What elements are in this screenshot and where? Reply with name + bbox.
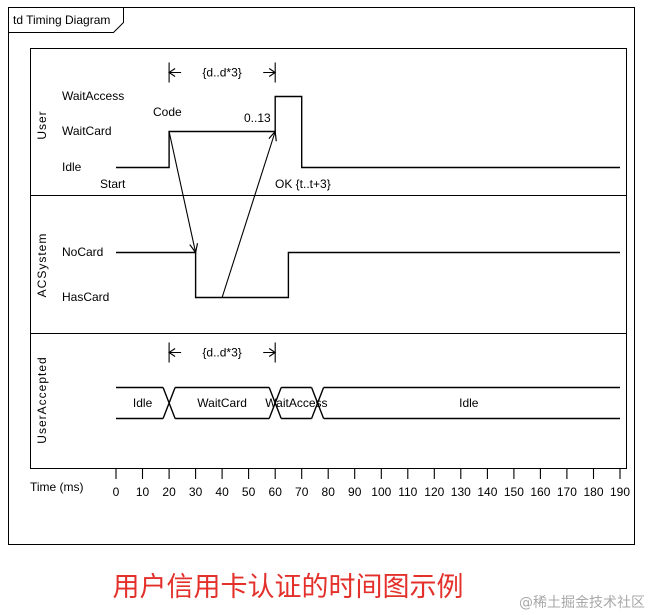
time-axis-tick-label: 160 <box>530 485 550 499</box>
timing-constraint-label: 0..13 <box>244 111 271 125</box>
time-axis-tick-label: 150 <box>504 485 524 499</box>
state-label: WaitCard <box>62 124 112 138</box>
value-segment-label: WaitCard <box>197 396 247 410</box>
frame-border <box>8 7 635 545</box>
duration-constraint-label: {d..d*3} <box>202 66 241 80</box>
value-segment <box>175 386 270 420</box>
state-line-user <box>116 95 620 169</box>
time-axis-tick-label: 100 <box>371 485 391 499</box>
time-axis-tick-label: 20 <box>162 485 176 499</box>
time-axis-tick-label: 110 <box>398 485 417 499</box>
time-axis-tick-label: 90 <box>348 485 362 499</box>
lifeline-area <box>30 48 627 469</box>
event-label-start: Start <box>100 177 126 191</box>
lifeline-name-acsystem: ACSystem <box>35 233 49 298</box>
value-change-cross <box>310 387 325 419</box>
duration-arrow <box>168 68 277 77</box>
time-axis-tick-label: 50 <box>242 485 256 499</box>
outer-frame: td Timing Diagram <box>8 7 635 545</box>
state-label: HasCard <box>62 290 109 304</box>
value-segment-label: Idle <box>459 396 479 410</box>
lifeline-area-border <box>30 48 627 469</box>
duration-arrow <box>168 348 277 357</box>
value-segment-label: Idle <box>133 396 153 410</box>
value-segment-label: WaitAccess <box>265 396 327 410</box>
lifeline-name-useraccepted: UserAccepted <box>35 356 49 443</box>
time-axis-tick-label: 30 <box>189 485 203 499</box>
value-change-cross <box>162 387 176 419</box>
time-axis-tick-label: 120 <box>424 485 444 499</box>
time-axis-tick-label: 180 <box>583 485 603 499</box>
frame-title-tab <box>8 7 124 33</box>
event-label-ok: OK {t..t+3} <box>275 177 331 191</box>
time-axis-tick-label: 140 <box>477 485 497 499</box>
lifeline-names: User ACSystem UserAccepted <box>35 110 49 443</box>
duration-constraint-label: {d..d*3} <box>202 346 241 360</box>
event-label-code: Code <box>153 105 182 119</box>
time-axis-tick-label: 10 <box>136 485 150 499</box>
time-axis-tick-label: 40 <box>215 485 229 499</box>
time-axis-tick-label: 130 <box>451 485 471 499</box>
time-axis-tick-label: 60 <box>269 485 283 499</box>
state-line-acsystem <box>116 251 620 299</box>
time-axis-tick-label: 190 <box>610 485 630 499</box>
annotations: Code 0..13 Start OK {t..t+3} <box>100 105 331 191</box>
message-arrow <box>168 131 196 253</box>
state-label: WaitAccess <box>62 89 124 103</box>
message-arrow <box>221 132 275 298</box>
lifeline-name-user: User <box>35 110 49 139</box>
diagram-marks: Idle WaitCard WaitAccess Idle {d..d*3} {d..d*… <box>113 62 630 499</box>
watermark: @稀土掘金技术社区 <box>519 595 645 611</box>
state-label: NoCard <box>62 245 103 259</box>
frame-title: td Timing Diagram <box>13 13 110 27</box>
value-change-cross <box>268 387 282 419</box>
time-axis-tick-label: 70 <box>295 485 309 499</box>
time-axis-tick-label: 170 <box>557 485 577 499</box>
value-segment <box>116 386 164 420</box>
time-axis-label: Time (ms) <box>30 480 84 494</box>
figure-caption: 用户信用卡认证的时间图示例 <box>113 572 464 603</box>
state-label: Idle <box>62 160 82 174</box>
value-segment <box>281 386 312 420</box>
time-axis-tick-label: 80 <box>322 485 336 499</box>
value-segment <box>323 386 620 420</box>
state-labels: WaitAccess WaitCard Idle NoCard HasCard <box>62 89 124 304</box>
time-axis-tick-label: 0 <box>113 485 120 499</box>
